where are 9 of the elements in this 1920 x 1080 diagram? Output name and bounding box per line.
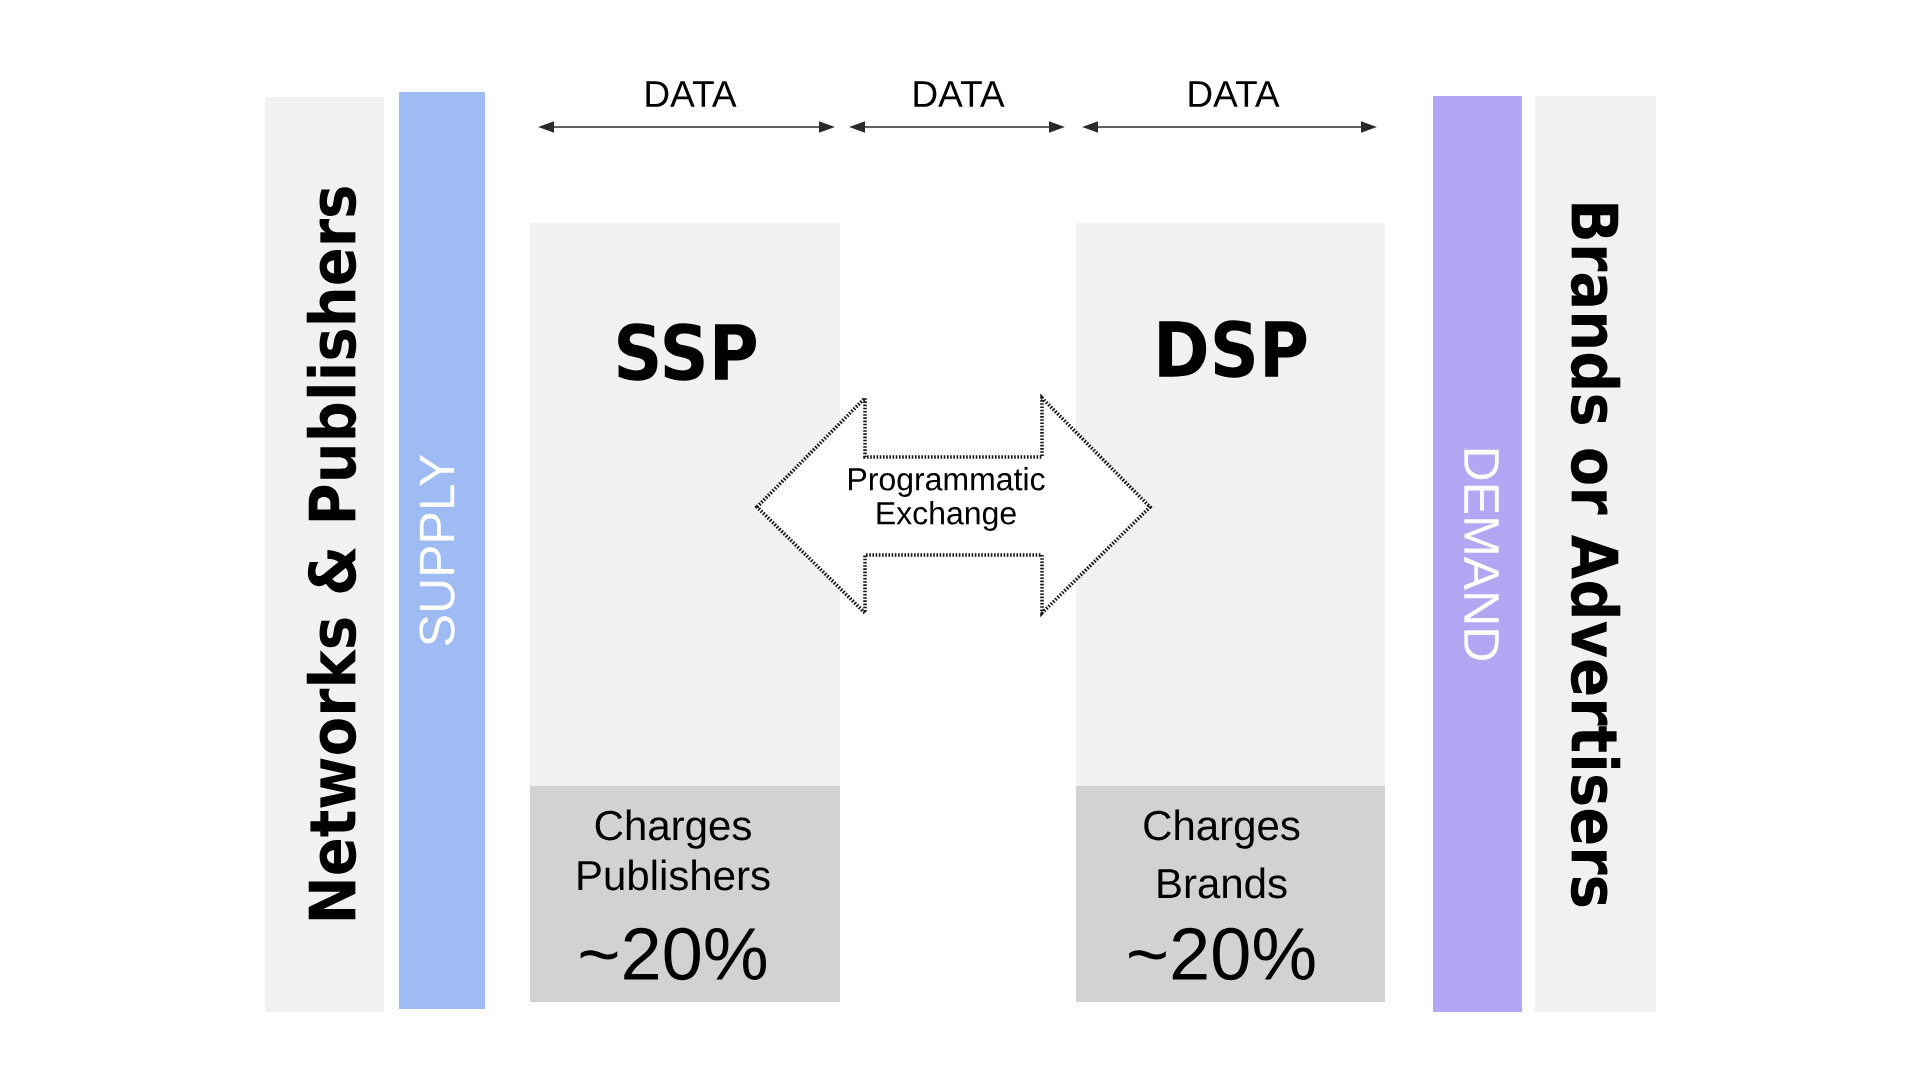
label-band: Brands or Advertisers: [1535, 96, 1656, 1012]
arrow-label: DATA: [1189, 81, 1280, 107]
label-band: DEMAND: [1433, 96, 1522, 1012]
arrow-label: DATA: [646, 81, 737, 107]
fee-box: Charges Publishers ~20%: [530, 786, 840, 1002]
arrow-label: DATA: [914, 81, 1005, 107]
label-band: SUPPLY: [399, 92, 485, 1009]
fee-box: Charges Brands ~20%: [1076, 786, 1385, 1002]
label-band: Networks & Publishers: [265, 97, 384, 1012]
